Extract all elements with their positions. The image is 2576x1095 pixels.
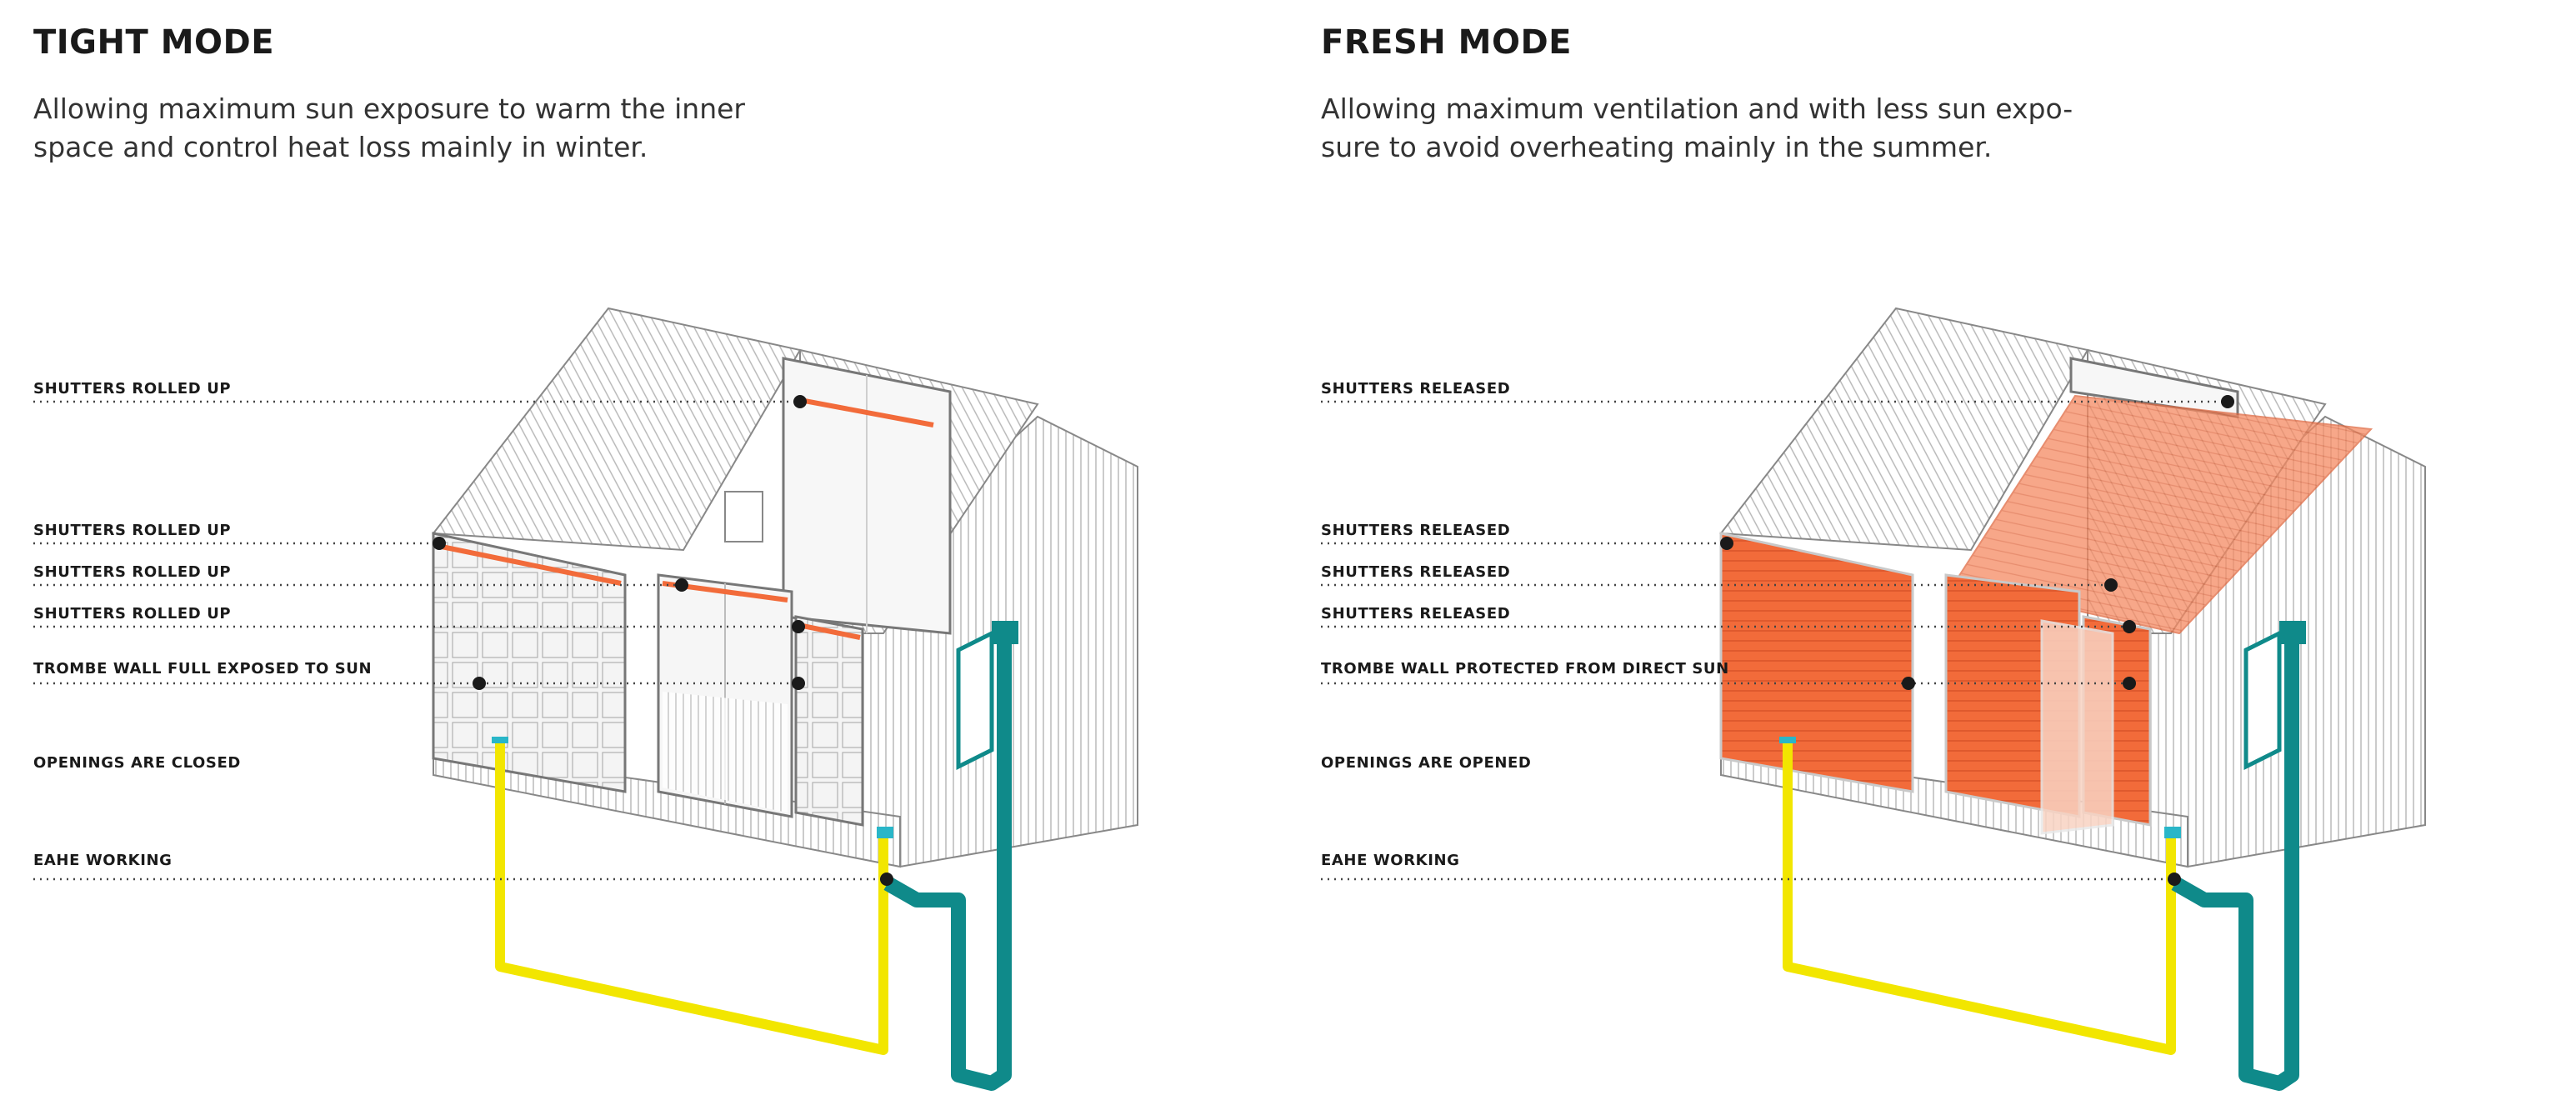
- description-line-2: space and control heat loss mainly in wi…: [33, 131, 648, 163]
- marker-6: [880, 872, 893, 886]
- dormer-window: [724, 491, 763, 542]
- label-openings: OPENINGS ARE OPENED: [1321, 754, 1532, 772]
- label-trombe-wall: TROMBE WALL FULL EXPOSED TO SUN: [33, 660, 373, 678]
- marker-3: [2104, 578, 2118, 592]
- pipe-yellow: [1783, 742, 2176, 1055]
- label-shutters-1: SHUTTERS RELEASED: [1321, 380, 1511, 398]
- pipe-yellow: [495, 742, 888, 1055]
- marker-5a: [473, 677, 486, 690]
- shutter-roll-left: [437, 543, 622, 586]
- marker-5b: [792, 677, 805, 690]
- label-shutters-2: SHUTTERS ROLLED UP: [33, 522, 232, 539]
- roof-shutter-released: [1953, 394, 2373, 635]
- shutter-roll-right: [798, 622, 861, 640]
- label-shutters-1: SHUTTERS ROLLED UP: [33, 380, 232, 398]
- label-eahe: EAHE WORKING: [1321, 852, 1460, 869]
- marker-4: [792, 620, 805, 633]
- shutter-roll-top: [799, 398, 934, 428]
- description-line-1: Allowing maximum ventilation and with le…: [1321, 92, 2073, 125]
- pipe-teal: [883, 633, 1012, 1091]
- label-shutters-2: SHUTTERS RELEASED: [1321, 522, 1511, 539]
- panel-fresh-mode: FRESH MODE Allowing maximum ventilation …: [1288, 0, 2575, 1095]
- marker-1: [793, 395, 807, 408]
- label-shutters-4: SHUTTERS RELEASED: [1321, 605, 1511, 622]
- side-window: [2243, 629, 2282, 771]
- description-line-1: Allowing maximum sun exposure to warm th…: [33, 92, 745, 125]
- description-line-2: sure to avoid overheating mainly in the …: [1321, 131, 1993, 163]
- marker-5b: [2123, 677, 2136, 690]
- label-shutters-3: SHUTTERS ROLLED UP: [33, 563, 232, 581]
- panel-title: TIGHT MODE: [33, 23, 275, 62]
- trombe-wall-left: [432, 532, 627, 793]
- panel-title: FRESH MODE: [1321, 23, 1572, 62]
- trombe-wall-left: [1719, 532, 1914, 793]
- house-diagram-fresh: [1321, 307, 2426, 1091]
- marker-2: [1720, 537, 1733, 550]
- opened-pane: [2040, 619, 2114, 835]
- panel-description: Allowing maximum sun exposure to warm th…: [33, 90, 917, 167]
- label-shutters-4: SHUTTERS ROLLED UP: [33, 605, 232, 622]
- marker-1: [2221, 395, 2234, 408]
- label-openings: OPENINGS ARE CLOSED: [33, 754, 241, 772]
- panel-tight-mode: TIGHT MODE Allowing maximum sun exposure…: [33, 23, 1138, 1091]
- marker-6: [2168, 872, 2181, 886]
- label-eahe: EAHE WORKING: [33, 852, 173, 869]
- side-window: [956, 629, 994, 771]
- marker-4: [2123, 620, 2136, 633]
- pipe-teal: [2171, 633, 2299, 1091]
- panel-description: Allowing maximum ventilation and with le…: [1321, 90, 2204, 167]
- trombe-wall-right: [794, 615, 864, 827]
- marker-5a: [1902, 677, 1915, 690]
- label-shutters-3: SHUTTERS RELEASED: [1321, 563, 1511, 581]
- house-diagram-tight: [33, 307, 1138, 1091]
- marker-3: [675, 578, 688, 592]
- marker-2: [433, 537, 446, 550]
- label-trombe-wall: TROMBE WALL PROTECTED FROM DIRECT SUN: [1321, 660, 1729, 678]
